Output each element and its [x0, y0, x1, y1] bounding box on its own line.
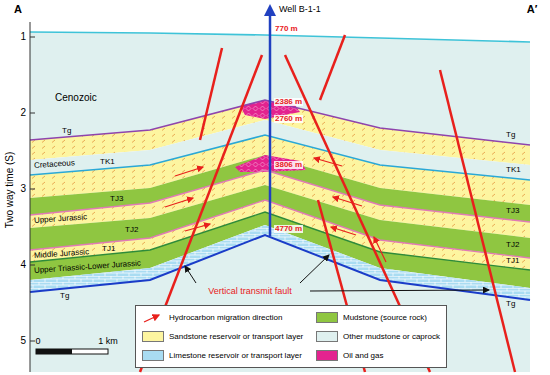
legend-row: Other mudstone or caprock — [316, 330, 442, 344]
axis-number: 2 — [20, 108, 26, 118]
legend-row: Limestone reservoir or transport layer — [142, 349, 306, 363]
faults — [140, 35, 515, 372]
well-name: Well B-1-1 — [279, 5, 321, 14]
axis-number: 4 — [20, 260, 26, 270]
depth-label: 4770 m — [274, 225, 303, 233]
horizon-label: TJ3 — [110, 195, 123, 203]
horizon-line — [30, 200, 530, 258]
axis-number: 5 — [20, 336, 26, 346]
horizon-line — [30, 135, 530, 180]
legend-row: Mudstone (source rock) — [316, 311, 442, 325]
horizon-label: TK1 — [100, 158, 115, 166]
section-end-label: A′ — [527, 4, 538, 15]
migration-arrow — [165, 198, 193, 207]
axis-tick — [30, 265, 35, 266]
legend-text: Mudstone (source rock) — [343, 311, 427, 325]
axis-tick — [30, 341, 35, 342]
depth-label: 770 m — [274, 25, 299, 33]
migration-arrow — [374, 237, 386, 262]
section-end-label: A — [14, 4, 22, 15]
legend-row: Oil and gas — [316, 349, 442, 363]
depth-label: 2760 m — [274, 115, 303, 123]
migration-arrow-symbol — [142, 311, 164, 324]
horizon-label: TJ2 — [506, 241, 519, 249]
sea-floor-line — [30, 32, 530, 42]
fault-line — [320, 35, 345, 100]
fault-line — [200, 48, 222, 140]
axis-tick — [30, 113, 35, 114]
migration-arrows — [165, 158, 386, 262]
horizon-label: TJ2 — [125, 226, 138, 234]
legend-swatch — [142, 350, 164, 361]
scale-label: 1 km — [98, 337, 118, 346]
migration-arrow — [331, 227, 356, 235]
leader-line — [300, 255, 329, 283]
horizon-label: Tg — [506, 300, 515, 308]
migration-arrow — [333, 197, 362, 206]
axis-number: 3 — [20, 184, 26, 194]
horizon-label: Tg — [62, 127, 71, 135]
legend-text: Hydrocarbon migration direction — [169, 311, 282, 325]
legend-swatch — [316, 331, 338, 342]
axis-ticks — [30, 37, 35, 341]
legend-swatch — [316, 350, 338, 361]
scale-label: 0 — [35, 337, 40, 346]
legend-text: Limestone reservoir or transport layer — [169, 349, 302, 363]
horizon-label: TK1 — [506, 166, 521, 174]
well-arrowhead — [264, 4, 276, 16]
axis-tick — [30, 37, 35, 38]
horizon-line — [30, 235, 530, 300]
axis-title: Two way time (S) — [5, 152, 15, 229]
legend-box: Hydrocarbon migration directionSandstone… — [135, 305, 447, 368]
legend-text: Other mudstone or caprock — [343, 330, 440, 344]
leader-line — [310, 290, 489, 291]
fault-line — [440, 70, 515, 372]
scale-bar-outline — [36, 349, 108, 354]
depth-label: 2386 m — [274, 98, 303, 106]
legend-swatch — [142, 331, 164, 342]
axis-number: 1 — [20, 32, 26, 42]
axis-tick — [30, 189, 35, 190]
legend-text: Oil and gas — [343, 349, 383, 363]
horizon-label: Tg — [506, 131, 515, 139]
formation-label: Cenozoic — [55, 93, 97, 103]
well-line — [269, 14, 272, 236]
leader-line — [185, 266, 196, 283]
basement-layer — [30, 235, 530, 372]
migration-arrow — [144, 315, 159, 322]
depth-label: 3806 m — [274, 161, 303, 169]
legend-row: Sandstone reservoir or transport layer — [142, 330, 306, 344]
migration-arrow — [314, 158, 342, 166]
legend-swatch — [316, 312, 338, 323]
horizon-line — [30, 170, 530, 222]
horizon-label: TJ3 — [506, 207, 519, 215]
legend-text: Sandstone reservoir or transport layer — [169, 330, 303, 344]
horizon-label: TJ1 — [102, 245, 115, 253]
horizon-label: TJ1 — [506, 257, 519, 265]
time-axis — [30, 22, 31, 372]
horizon-label: Tg — [60, 292, 69, 300]
legend-row: Hydrocarbon migration direction — [142, 311, 306, 325]
scale-bar-fill — [36, 349, 72, 354]
migration-arrow — [175, 167, 203, 176]
fault-callout: Vertical transmit fault — [207, 287, 293, 296]
